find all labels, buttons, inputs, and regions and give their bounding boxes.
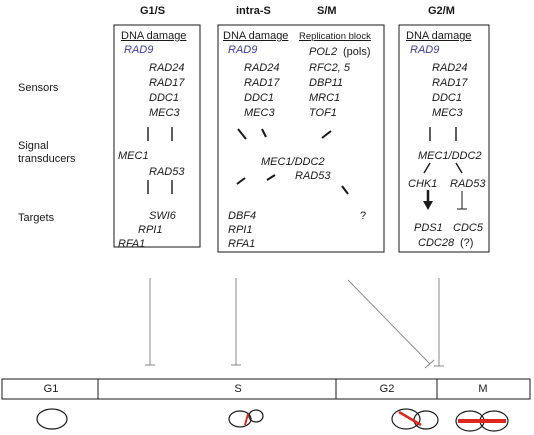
box3-cdc5: CDC5 <box>453 222 483 234</box>
cell-s-bud <box>248 409 264 423</box>
cell-g2-mother <box>391 408 421 430</box>
header-intra-s: intra-S <box>236 5 271 17</box>
box3-title: DNA damage <box>406 30 472 42</box>
box3-rad24: RAD24 <box>432 62 468 74</box>
row-label-targets: Targets <box>18 212 55 224</box>
box-g2m <box>398 24 490 253</box>
arrow-b2-5 <box>266 174 276 181</box>
box2-mec3: MEC3 <box>244 107 275 119</box>
arrow-b2-2 <box>261 128 267 138</box>
header-g1s: G1/S <box>140 5 166 17</box>
arrowhead-pds1 <box>423 201 433 210</box>
box2-rad24: RAD24 <box>244 62 280 74</box>
box1-rad17: RAD17 <box>149 77 185 89</box>
arrow-b2-6 <box>341 185 349 195</box>
arrow-b3-4 <box>455 162 463 174</box>
box1-rad24: RAD24 <box>149 62 185 74</box>
box2-rad9: RAD9 <box>228 44 258 56</box>
arrow-b3-3 <box>423 162 431 174</box>
phase-g1: G1 <box>43 383 59 395</box>
phase-m: M <box>478 383 488 395</box>
box2-rpi1: RPI1 <box>228 224 253 236</box>
cell-g2-bud <box>413 410 439 430</box>
cell-g1 <box>36 408 68 430</box>
box2-rfc: RFC2, 5 <box>309 62 350 74</box>
box2-dbp11: DBP11 <box>309 77 344 89</box>
spindle-s <box>244 413 249 426</box>
box1-title: DNA damage <box>121 30 187 42</box>
box1-rad53: RAD53 <box>149 166 185 178</box>
box2-tof1: TOF1 <box>309 107 337 119</box>
box2-pols: (pols) <box>343 46 371 58</box>
box-intra-s-sm <box>217 24 385 253</box>
phase-s: S <box>234 383 242 395</box>
inhibit-line-sm <box>347 279 431 365</box>
box3-rad9: RAD9 <box>410 44 440 56</box>
box2-rad17: RAD17 <box>244 77 280 89</box>
arrow-b2-1 <box>237 128 247 140</box>
cell-cycle-bar <box>1 378 531 400</box>
row-label-sensors: Sensors <box>18 82 59 94</box>
box3-pds1: PDS1 <box>414 222 443 234</box>
box1-mec3: MEC3 <box>149 107 180 119</box>
inhibit-bar-sm <box>424 359 435 369</box>
box2-pol2: POL2 <box>309 46 338 58</box>
box1-mec1: MEC1 <box>118 150 149 162</box>
arrow-b2-3 <box>321 130 332 139</box>
box3-rad17: RAD17 <box>432 77 468 89</box>
spindle-g2 <box>398 410 422 427</box>
box2-dbf4: DBF4 <box>228 210 257 222</box>
box3-chk1: CHK1 <box>408 178 438 190</box>
box2-rep-title: Replication block <box>299 31 371 42</box>
box2-ddc1: DDC1 <box>244 92 274 104</box>
header-g2m: G2/M <box>428 5 455 17</box>
box3-cdc28-q: (?) <box>460 237 474 249</box>
row-label-signal: Signal <box>18 140 49 152</box>
arrow-b2-4 <box>236 177 246 185</box>
box2-title: DNA damage <box>223 30 289 42</box>
phase-g2: G2 <box>379 383 395 395</box>
box3-rad53: RAD53 <box>450 178 486 190</box>
box3-mec1ddc2: MEC1/DDC2 <box>418 150 482 162</box>
box1-ddc1: DDC1 <box>149 92 179 104</box>
box1-rpi1: RPI1 <box>138 224 163 236</box>
box2-question: ? <box>360 210 367 222</box>
row-label-transducers: transducers <box>18 153 76 165</box>
box1-rfa1: RFA1 <box>118 238 146 250</box>
box3-ddc1: DDC1 <box>432 92 462 104</box>
box3-mec3: MEC3 <box>432 107 463 119</box>
box1-swi6: SWI6 <box>149 210 176 222</box>
cell-s-mother <box>228 410 252 428</box>
box2-rfa1: RFA1 <box>228 238 256 250</box>
box2-rad53: RAD53 <box>295 170 331 182</box>
box2-mec1ddc2: MEC1/DDC2 <box>261 156 325 168</box>
box-g1s <box>113 24 201 248</box>
header-sm: S/M <box>317 5 337 17</box>
box1-rad9: RAD9 <box>124 44 154 56</box>
box2-mrc1: MRC1 <box>309 92 341 104</box>
box3-cdc28: CDC28 <box>418 237 455 249</box>
